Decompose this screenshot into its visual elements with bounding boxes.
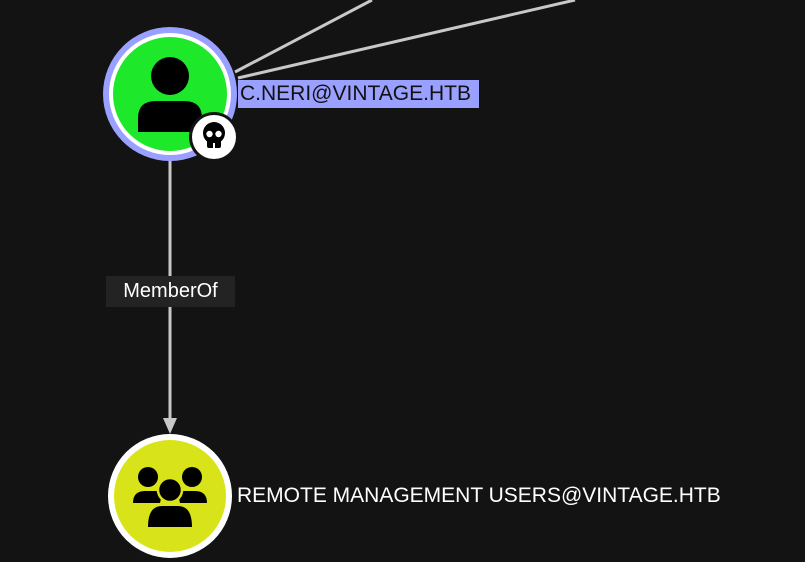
edge-label-memberof[interactable]: MemberOf bbox=[106, 276, 235, 307]
users-group-icon bbox=[133, 467, 207, 527]
edge-arrow-icon bbox=[163, 418, 177, 434]
group-node[interactable] bbox=[108, 434, 232, 558]
offscreen-edge[interactable] bbox=[234, 0, 373, 74]
skull-icon bbox=[189, 112, 239, 162]
user-node-label[interactable]: C.NERI@VINTAGE.HTB bbox=[238, 80, 479, 108]
user-node[interactable] bbox=[103, 27, 239, 162]
group-node-label[interactable]: REMOTE MANAGEMENT USERS@VINTAGE.HTB bbox=[237, 484, 721, 507]
offscreen-edge[interactable] bbox=[237, 0, 576, 80]
user-icon bbox=[138, 57, 202, 132]
